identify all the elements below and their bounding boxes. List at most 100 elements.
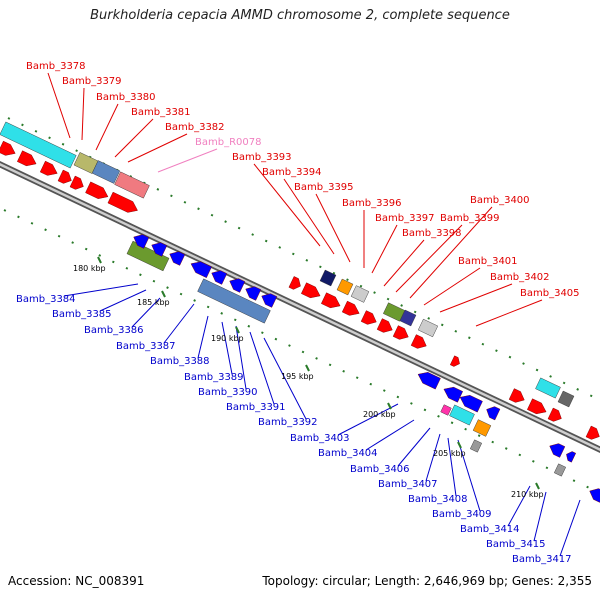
tick-label: 195 kbp bbox=[281, 372, 314, 381]
gene-block bbox=[350, 285, 370, 303]
tick-mark bbox=[387, 402, 392, 410]
leader-line bbox=[127, 133, 188, 163]
gene-block bbox=[472, 419, 492, 437]
gene-label-reverse: Bamb_3408 bbox=[408, 494, 468, 505]
gene-arrow bbox=[133, 234, 150, 249]
gene-label-reverse: Bamb_3406 bbox=[350, 464, 410, 475]
map-title: Burkholderia cepacia AMMD chromosome 2, … bbox=[90, 8, 510, 23]
leader-line bbox=[315, 193, 351, 263]
gene-block bbox=[399, 309, 417, 327]
gene-arrow bbox=[547, 407, 562, 422]
gene-arrow bbox=[341, 300, 360, 316]
gene-arrow bbox=[245, 286, 262, 301]
gene-arrow bbox=[392, 325, 409, 340]
gene-label-reverse: Bamb_3407 bbox=[378, 479, 438, 490]
tick-mark bbox=[457, 441, 462, 449]
gene-label-forward: Bamb_3380 bbox=[96, 92, 156, 103]
genome-summary: Topology: circular; Length: 2,646,969 bp… bbox=[262, 574, 592, 588]
tick-mark bbox=[161, 290, 166, 298]
gene-label-reverse: Bamb_3387 bbox=[116, 341, 176, 352]
gene-label-forward: Bamb_3382 bbox=[165, 122, 225, 133]
leader-line bbox=[533, 491, 547, 542]
gene-label-reverse: Bamb_3389 bbox=[184, 372, 244, 383]
gene-block bbox=[114, 171, 150, 199]
tick-mark bbox=[305, 364, 310, 372]
gene-block bbox=[440, 404, 452, 416]
leader-line bbox=[425, 433, 441, 482]
gene-arrow bbox=[17, 150, 37, 167]
gene-arrow bbox=[449, 355, 460, 367]
gene-arrow bbox=[69, 175, 84, 190]
gene-block bbox=[383, 302, 405, 322]
gene-block bbox=[0, 121, 77, 169]
tick-mark bbox=[235, 326, 240, 334]
gene-block bbox=[417, 318, 439, 338]
gene-label-forward: Bamb_3398 bbox=[402, 228, 462, 239]
gene-arrow bbox=[527, 398, 547, 415]
gene-label-forward: Bamb_3401 bbox=[458, 256, 518, 267]
gene-label-reverse: Bamb_3404 bbox=[318, 448, 378, 459]
accession-text: Accession: NC_008391 bbox=[8, 574, 145, 588]
tick-mark bbox=[535, 482, 540, 490]
gene-label-forward: Bamb_3396 bbox=[342, 198, 402, 209]
gene-block bbox=[197, 278, 271, 324]
leader-line bbox=[221, 321, 233, 375]
gene-arrow bbox=[376, 318, 393, 333]
forward-gene-labels: Bamb_3378Bamb_3379Bamb_3380Bamb_3381Bamb… bbox=[26, 61, 580, 327]
leader-line bbox=[457, 439, 481, 512]
leader-line bbox=[114, 118, 154, 158]
gene-label-reverse: Bamb_3384 bbox=[16, 294, 76, 305]
gene-arrow bbox=[321, 292, 341, 309]
gene-block bbox=[535, 377, 561, 399]
gene-block bbox=[449, 404, 475, 426]
gene-arrow bbox=[589, 488, 600, 503]
gene-arrow bbox=[229, 278, 246, 293]
gene-block bbox=[557, 390, 575, 408]
leader-line bbox=[197, 315, 209, 359]
leader-line bbox=[397, 427, 431, 467]
leader-line bbox=[283, 178, 335, 255]
leader-line bbox=[507, 485, 531, 527]
leader-line bbox=[157, 148, 218, 173]
gene-block bbox=[91, 160, 121, 184]
gene-arrow bbox=[261, 293, 278, 308]
gene-block bbox=[469, 439, 483, 453]
gene-block bbox=[336, 278, 354, 296]
gene-features bbox=[0, 121, 600, 503]
reverse-gene-labels: Bamb_3384Bamb_3385Bamb_3386Bamb_3387Bamb… bbox=[16, 283, 581, 565]
gene-block bbox=[553, 463, 567, 477]
gene-label-forward: Bamb_3395 bbox=[294, 182, 354, 193]
gene-block bbox=[319, 269, 337, 287]
leader-line bbox=[447, 437, 457, 497]
gene-arrow bbox=[508, 388, 525, 403]
gene-label-forward: Bamb_3400 bbox=[470, 195, 530, 206]
leader-line bbox=[383, 239, 425, 287]
leader-line bbox=[131, 297, 161, 328]
gene-label-reverse: Bamb_3385 bbox=[52, 309, 112, 320]
tick-label: 205 kbp bbox=[433, 449, 466, 458]
gene-block bbox=[126, 240, 170, 272]
gene-arrow bbox=[566, 451, 577, 463]
gene-label-reverse: Bamb_3390 bbox=[198, 387, 258, 398]
gene-label-forward: Bamb_3393 bbox=[232, 152, 292, 163]
leader-line bbox=[249, 331, 275, 405]
gene-arrow bbox=[443, 386, 463, 403]
gene-arrow bbox=[486, 406, 501, 421]
leader-line bbox=[163, 303, 195, 344]
gene-arrow bbox=[549, 443, 566, 458]
gene-arrow bbox=[57, 169, 72, 184]
leader-line bbox=[81, 87, 85, 141]
gene-arrow bbox=[190, 261, 212, 278]
tick-label: 185 kbp bbox=[137, 298, 170, 307]
leader-line bbox=[263, 337, 307, 420]
gene-arrow bbox=[39, 160, 58, 176]
gene-arrow bbox=[301, 282, 321, 299]
leader-line bbox=[63, 283, 139, 297]
gene-arrow bbox=[585, 425, 600, 440]
gene-label-reverse: Bamb_3415 bbox=[486, 539, 546, 550]
gene-label-forward: Bamb_3379 bbox=[62, 76, 122, 87]
gene-arrow bbox=[151, 242, 168, 257]
leader-line bbox=[409, 206, 493, 299]
